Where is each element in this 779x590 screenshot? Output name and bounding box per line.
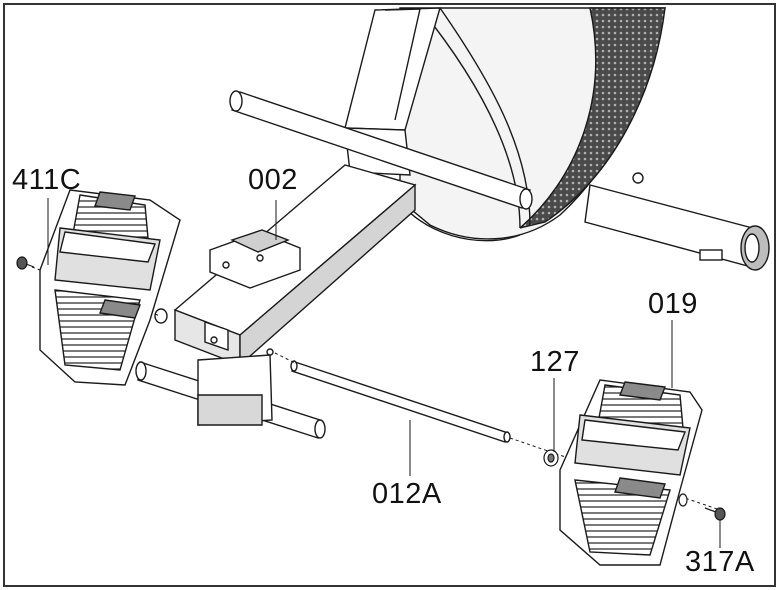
diagram-frame [3,3,776,587]
part-label-012a: 012A [372,478,442,510]
leader-lines [47,198,721,548]
part-label-317a: 317A [685,546,755,578]
part-label-002: 002 [248,164,298,196]
front-stabilizer [135,348,326,439]
main-rail [154,164,417,367]
pedal-axle [290,360,511,443]
assembly-line-mid [274,352,296,364]
part-label-019: 019 [648,288,698,320]
pedal-right [559,379,703,566]
part-label-127: 127 [530,346,580,378]
pedal-left [39,189,181,386]
bolt-washer-right [678,493,726,521]
handlebar [229,90,533,210]
part-label-411c: 411C [12,164,82,196]
bushing [543,449,559,467]
rear-stabilizer [584,172,770,271]
